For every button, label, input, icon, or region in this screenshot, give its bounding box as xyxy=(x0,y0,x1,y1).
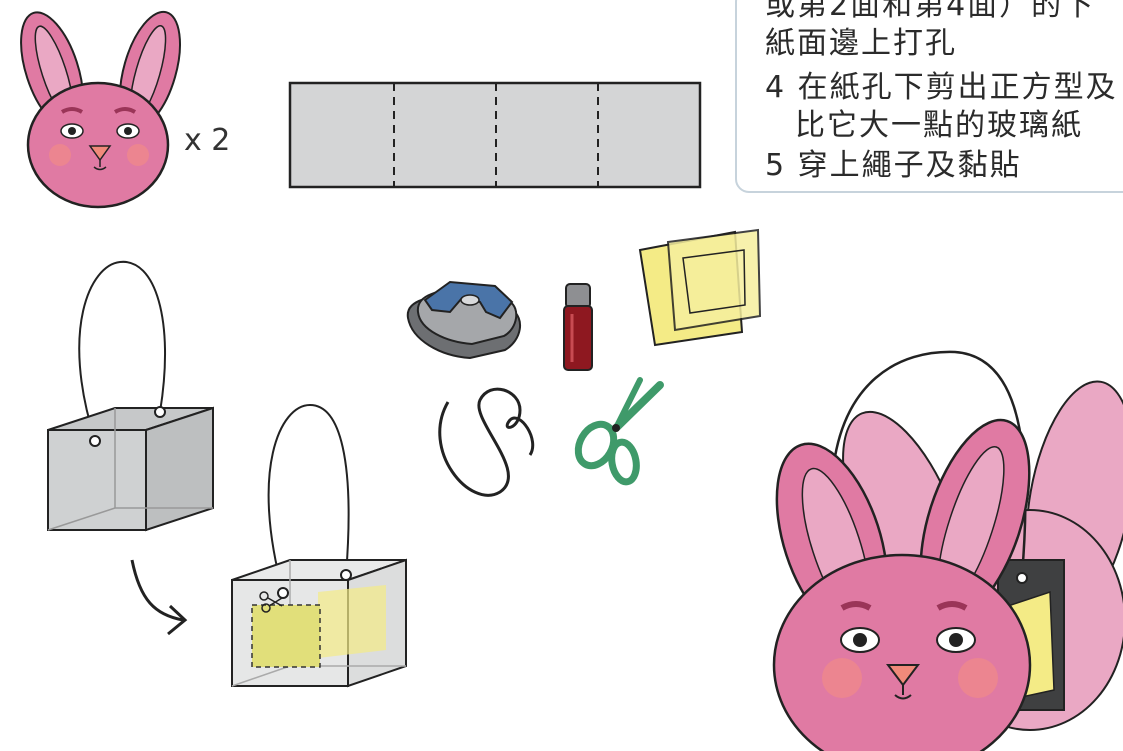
paper-strip xyxy=(288,81,702,189)
cellophane-sheets-icon xyxy=(638,228,762,347)
bunny-lantern xyxy=(772,350,1123,751)
instruction-line: 或第2面和第4面）的下 xyxy=(765,0,1096,23)
instruction-line: 4 在紙孔下剪出正方型及 xyxy=(765,70,1118,105)
instructions-panel xyxy=(735,0,1123,193)
scissors-icon xyxy=(574,377,664,486)
box-with-string xyxy=(47,260,214,532)
instruction-line: 紙面邊上打孔 xyxy=(765,26,957,61)
instruction-line: 5 穿上繩子及黏貼 xyxy=(765,148,1022,183)
glue-bottle-icon xyxy=(563,283,593,371)
hole-punch-icon xyxy=(406,280,521,360)
box-with-cellophane xyxy=(231,403,407,688)
instruction-line: 比它大一點的玻璃紙 xyxy=(795,108,1083,143)
bunny-face-small xyxy=(20,10,181,209)
scissors-mark-icon xyxy=(259,591,283,613)
curved-arrow-icon xyxy=(130,559,188,636)
string-icon xyxy=(438,387,535,497)
multiplier-label: x 2 xyxy=(184,123,231,158)
